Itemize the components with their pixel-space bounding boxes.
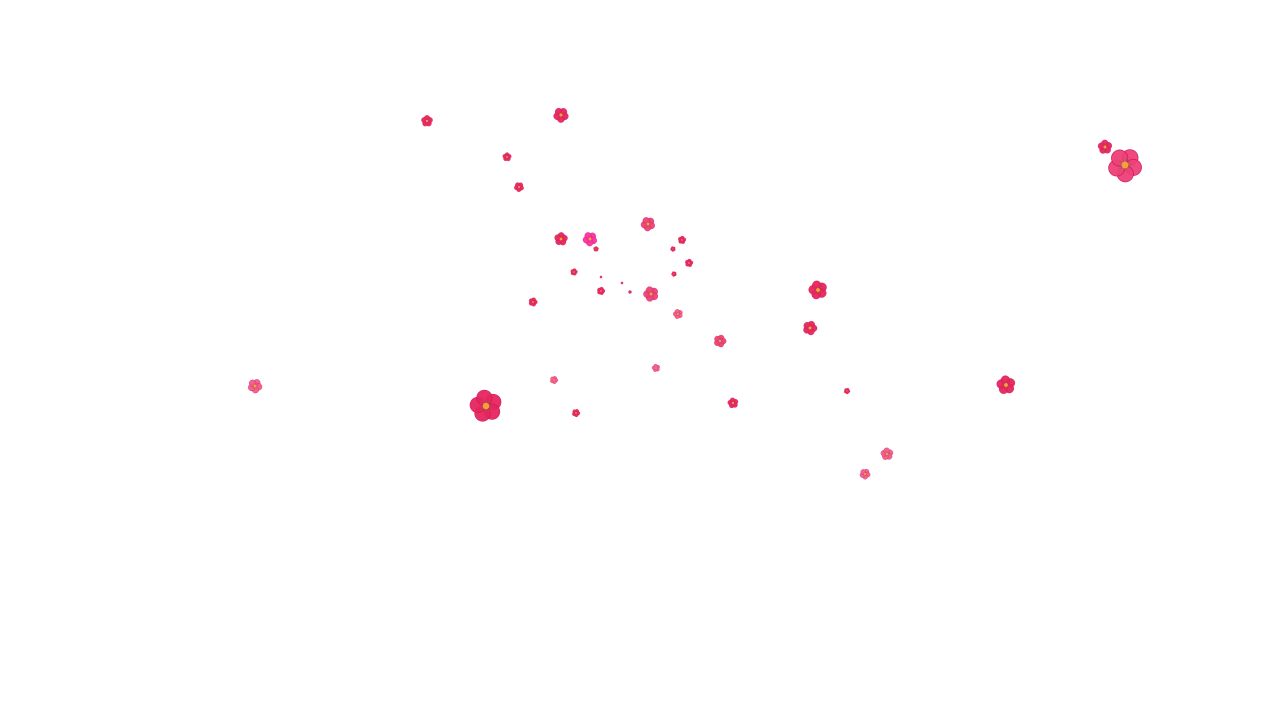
plum-blossom-icon: [582, 231, 598, 247]
plum-blossom-icon: [468, 388, 504, 424]
plum-blossom-icon: [247, 378, 263, 394]
plum-blossom-icon: [996, 375, 1017, 396]
plum-blossom-icon: [685, 258, 694, 268]
plum-blossom-icon: [808, 280, 829, 301]
plum-blossom-icon: [553, 107, 570, 124]
plum-blossom-icon: [528, 297, 538, 307]
plum-blossom-icon: [572, 409, 581, 418]
plum-blossom-icon: [599, 275, 603, 279]
plum-blossom-icon: [502, 152, 512, 162]
plum-blossom-icon: [628, 290, 632, 294]
plum-blossom-icon: [880, 447, 894, 461]
plum-blossom-icon: [570, 268, 578, 276]
plum-blossom-icon: [859, 468, 871, 480]
plum-blossom-icon: [514, 182, 525, 193]
plum-blossom-icon: [640, 216, 656, 232]
plum-blossom-icon: [1097, 139, 1113, 155]
plum-blossom-icon: [620, 281, 624, 285]
plum-blossom-icon: [671, 271, 677, 277]
plum-blossom-icon: [672, 309, 684, 320]
plum-blossom-icon: [1106, 146, 1144, 184]
plum-blossom-icon: [678, 235, 687, 245]
plum-blossom-icon: [651, 363, 661, 373]
plum-blossom-icon: [554, 232, 569, 247]
plum-blossom-icon: [550, 376, 559, 385]
plum-blossom-icon: [843, 388, 851, 395]
plum-blossom-icon: [713, 334, 727, 348]
plum-blossom-icon: [597, 286, 606, 296]
plum-blossom-icon: [670, 246, 676, 252]
plum-blossom-icon: [593, 246, 599, 252]
plum-blossom-icon: [802, 320, 818, 336]
plum-blossom-icon: [421, 115, 434, 128]
plum-blossom-icon: [643, 286, 660, 303]
plum-blossom-icon: [727, 397, 739, 409]
